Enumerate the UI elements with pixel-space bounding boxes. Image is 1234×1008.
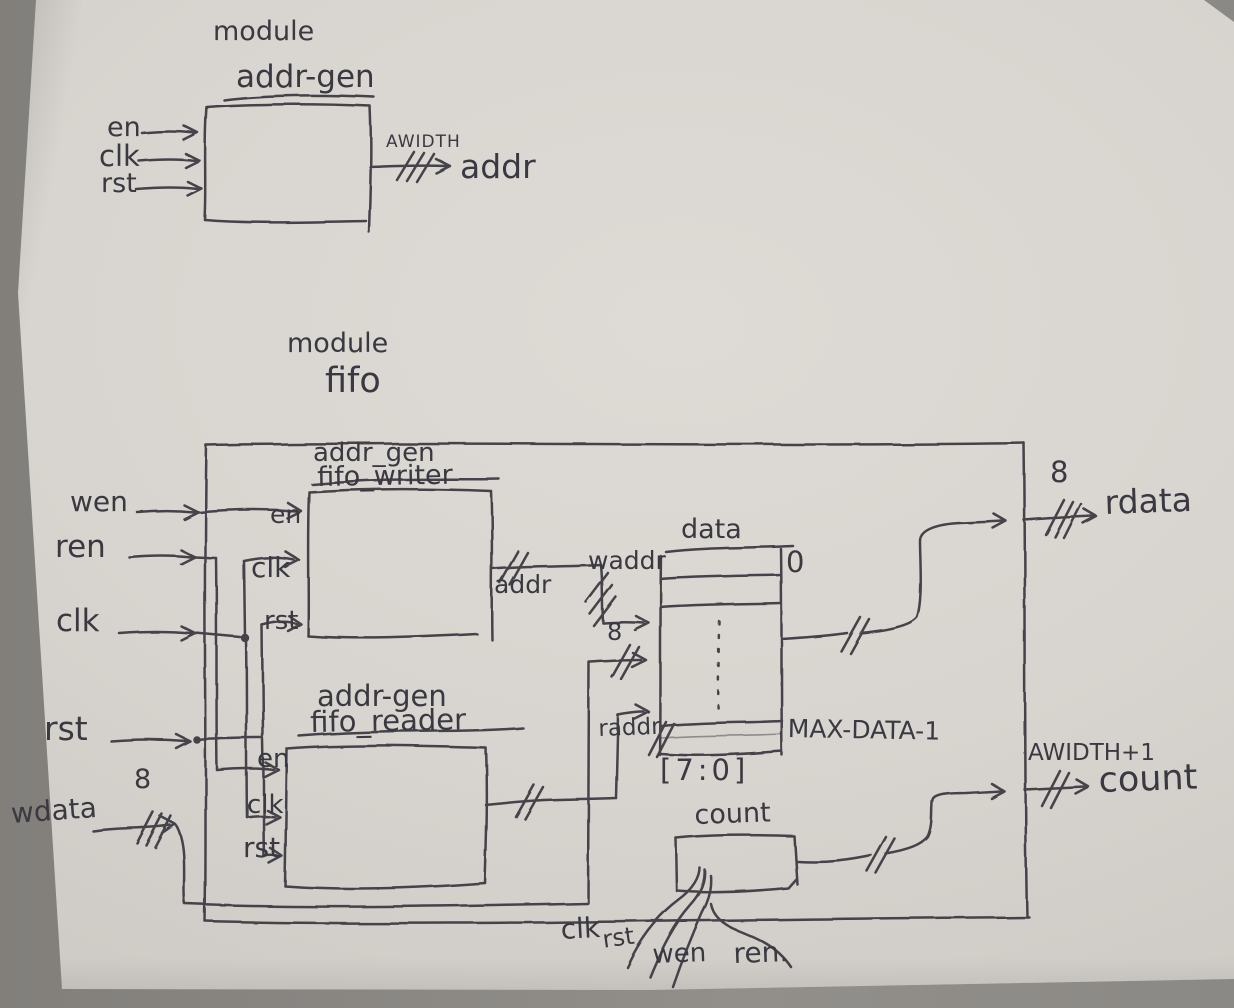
writer-port-clk-label: clk xyxy=(251,551,291,584)
top-port-rst-label: rst xyxy=(101,168,137,199)
bottom-clk-label: clk xyxy=(559,910,601,946)
reader-port-clk-label: clk xyxy=(247,790,284,820)
bottom-ren-label: ren. xyxy=(732,935,789,970)
fifo-in-wdata-label: wdata xyxy=(9,791,98,830)
reader-title-line1: addr-gen xyxy=(317,679,447,713)
mem-wdata-width-label: 8 xyxy=(607,618,623,646)
top-port-en-label: en xyxy=(107,112,141,143)
memory-box-drawing xyxy=(658,544,795,757)
fifo-in-wdata-width-label: 8 xyxy=(134,764,152,795)
fifo-outline-drawing xyxy=(203,441,1031,925)
bottom-wen-label: wen xyxy=(651,938,707,970)
fifo-in-ren-label: ren xyxy=(55,529,106,565)
fifo-out-count-label: count xyxy=(1097,757,1198,801)
mem-range-label: [7:0] xyxy=(660,753,750,787)
mem-index-first-label: 0 xyxy=(786,545,805,579)
writer-out-addr-label: addr xyxy=(494,570,552,599)
writer-port-en-label: en xyxy=(270,500,302,529)
fifo-out-rdata-label: rdata xyxy=(1103,479,1193,522)
fifo-kind-label: module xyxy=(287,328,389,359)
top-out-addr-label: addr xyxy=(460,147,536,186)
mem-title-label: data xyxy=(681,514,742,545)
mem-raddr-label: raddr xyxy=(597,713,662,742)
fifo-in-clk-label: clk xyxy=(56,603,100,639)
fifo-in-rst-label: rst xyxy=(44,709,88,748)
top-out-width-label: AWIDTH xyxy=(386,132,461,152)
top-port-clk-label: clk xyxy=(99,139,140,173)
reader-port-rst-label: rst xyxy=(243,831,281,864)
writer-box-drawing xyxy=(306,477,501,642)
writer-title-line2: fifo_writer xyxy=(316,459,454,493)
fifo-out-count-width-label: AWIDTH+1 xyxy=(1028,740,1155,766)
writer-port-rst-label: rst xyxy=(264,606,299,636)
counter-title-label: count xyxy=(693,797,772,831)
fifo-in-wen-label: wen xyxy=(70,485,128,518)
top-module-drawing xyxy=(134,94,452,234)
fifo-name-label: fifo xyxy=(325,361,381,401)
mem-waddr-label: waddr xyxy=(588,546,666,575)
writer-title-line1: addr_gen xyxy=(313,438,435,468)
wire-drawings xyxy=(91,498,1098,989)
fifo-out-rdata-width-label: 8 xyxy=(1050,455,1069,489)
top-module-name-label: addr-gen xyxy=(236,59,375,95)
reader-box-drawing xyxy=(283,726,525,890)
bottom-rst-label: rst xyxy=(600,921,637,954)
reader-port-en-label: en xyxy=(257,744,290,774)
reader-title-line2: fifo_reader xyxy=(309,702,467,739)
mem-index-last-label: MAX-DATA-1 xyxy=(787,714,941,746)
top-module-kind-label: module xyxy=(213,16,315,47)
